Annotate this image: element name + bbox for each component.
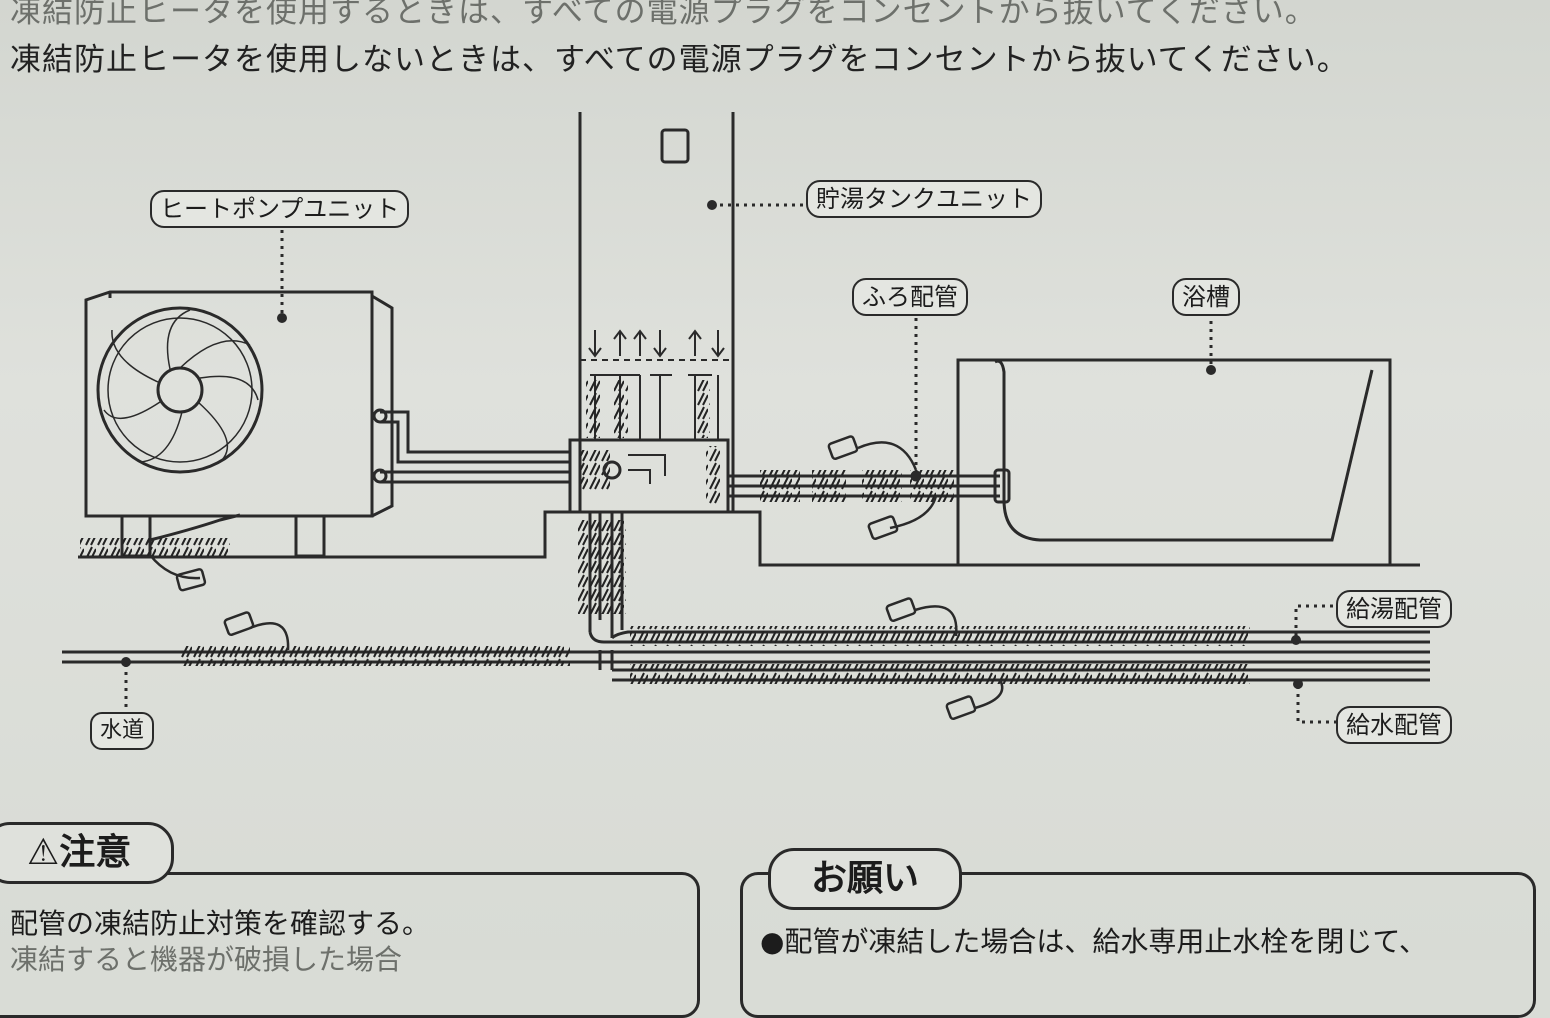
leader-lines xyxy=(124,203,1336,724)
vertical-supply-pipe xyxy=(578,512,1430,670)
label-water-main: 水道 xyxy=(90,712,155,750)
piping-diagram xyxy=(62,112,1430,724)
heat-pump-pipes xyxy=(380,410,570,484)
bath-pipes xyxy=(728,468,1011,504)
label-water-supply-pipe: 給水配管 xyxy=(1336,706,1452,744)
request-line-1: ●配管が凍結した場合は、給水専用止水栓を閉じて、 xyxy=(760,925,1428,958)
label-bathtub: 浴槽 xyxy=(1172,278,1240,316)
main-water-lines xyxy=(62,626,1430,684)
label-storage-tank-unit: 貯湯タンクユニット xyxy=(806,180,1042,218)
header-line-2: 凍結防止ヒータを使用しないときは、すべての電源プラグをコンセントから抜いてくださ… xyxy=(10,42,1349,78)
request-title: お願い xyxy=(768,848,963,910)
heater-cords xyxy=(149,435,1004,721)
label-heat-pump-unit: ヒートポンプユニット xyxy=(150,190,410,228)
header-line-1: 凍結防止ヒータを使用するときは、すべての電源プラグをコンセントから抜いてください… xyxy=(10,0,1317,30)
label-bath-pipe: ふろ配管 xyxy=(852,278,968,316)
label-hot-water-pipe: 給湯配管 xyxy=(1336,590,1452,628)
caution-title: ⚠注意 xyxy=(0,822,175,884)
caution-line-1: 配管の凍結防止対策を確認する。 xyxy=(10,907,431,940)
caution-line-2: 凍結すると機器が破損した場合 xyxy=(10,943,403,976)
bathtub xyxy=(956,358,1392,565)
storage-tank-unit xyxy=(568,112,735,514)
leader-dots xyxy=(121,200,1303,689)
heat-pump-unit xyxy=(80,290,394,558)
